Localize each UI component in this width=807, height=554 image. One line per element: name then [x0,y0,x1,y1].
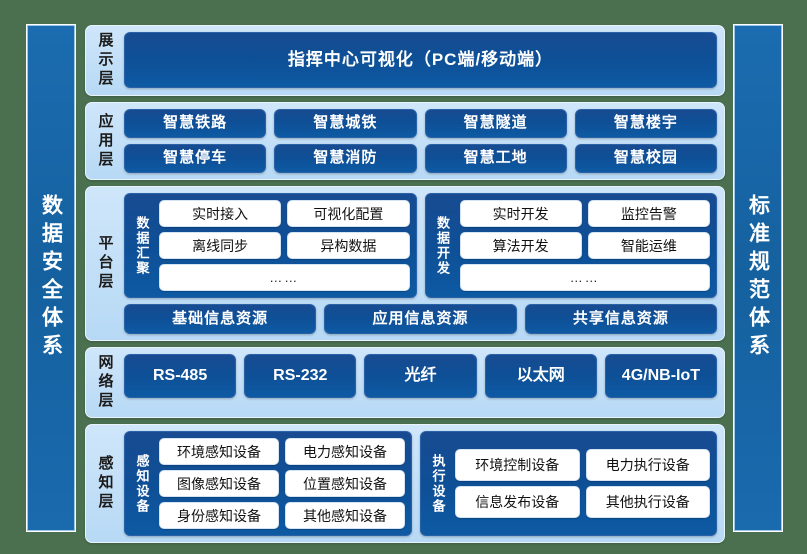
layer-label-sensing-text: 感知层 [96,455,114,512]
platform-resources: 基础信息资源 应用信息资源 共享信息资源 [124,304,717,334]
resource-application-info[interactable]: 应用信息资源 [324,304,517,334]
aggregation-item-offline-sync[interactable]: 离线同步 [159,232,282,259]
platform-group-title-aggregation: 数据汇聚 [131,200,153,291]
application-row-1: 智慧铁路 智慧城铁 智慧隧道 智慧楼宇 [124,109,717,138]
layer-body-network: RS-485 RS-232 光纤 以太网 4G/NB-IoT [124,354,718,411]
layer-application: 应用层 智慧铁路 智慧城铁 智慧隧道 智慧楼宇 智慧停车 智慧消防 智慧工地 智… [85,102,725,180]
aggregation-row-3: …… [159,264,410,291]
sensor-item-identity[interactable]: 身份感知设备 [159,502,279,529]
development-item-more[interactable]: …… [459,264,710,291]
layer-label-application-text: 应用层 [96,112,114,170]
layer-label-network: 网络层 [86,354,124,411]
sensor-row-3: 身份感知设备 其他感知设备 [159,502,405,529]
network-item-4g-nbiot[interactable]: 4G/NB-IoT [604,354,718,398]
network-item-fiber[interactable]: 光纤 [364,354,477,398]
pillar-left-label: 数据安全体系 [39,194,63,362]
platform-groups: 数据汇聚 实时接入 可视化配置 离线同步 异构数据 [124,193,717,298]
platform-cells-development: 实时开发 监控告警 算法开发 智能运维 …… [459,200,710,291]
platform-group-data-development: 数据开发 实时开发 监控告警 算法开发 智能运维 [424,193,717,298]
layer-label-application: 应用层 [86,109,124,173]
sensing-group-title-sensors-text: 感知设备 [134,453,150,514]
sensing-group-title-sensors: 感知设备 [131,438,153,529]
sensor-row-1: 环境感知设备 电力感知设备 [159,438,405,465]
aggregation-item-more[interactable]: …… [159,264,410,291]
network-item-ethernet[interactable]: 以太网 [484,354,597,398]
resource-basic-info[interactable]: 基础信息资源 [124,304,317,334]
layer-body-display: 指挥中心可视化（PC端/移动端） [124,32,717,89]
layer-body-application: 智慧铁路 智慧城铁 智慧隧道 智慧楼宇 智慧停车 智慧消防 智慧工地 智慧校园 [124,109,717,173]
actuator-item-power-execution[interactable]: 电力执行设备 [585,449,710,481]
sensor-row-2: 图像感知设备 位置感知设备 [159,470,405,497]
platform-group-title-aggregation-text: 数据汇聚 [134,215,150,276]
app-item-smart-firefighting[interactable]: 智慧消防 [274,144,417,173]
actuator-item-environment-control[interactable]: 环境控制设备 [455,449,580,481]
sensor-item-location[interactable]: 位置感知设备 [285,470,405,497]
sensing-groups: 感知设备 环境感知设备 电力感知设备 图像感知设备 位置感知设备 [124,431,717,536]
sensing-group-actuator-devices: 执行设备 环境控制设备 电力执行设备 信息发布设备 其他执行设备 [420,431,717,536]
app-item-smart-tunnel[interactable]: 智慧隧道 [424,109,567,138]
layer-body-sensing: 感知设备 环境感知设备 电力感知设备 图像感知设备 位置感知设备 [124,431,717,536]
sensor-item-image[interactable]: 图像感知设备 [159,470,279,497]
aggregation-item-visual-config[interactable]: 可视化配置 [287,200,410,227]
aggregation-row-2: 离线同步 异构数据 [159,232,410,259]
platform-group-data-aggregation: 数据汇聚 实时接入 可视化配置 离线同步 异构数据 [124,193,417,298]
sensor-item-environment[interactable]: 环境感知设备 [159,438,279,465]
layer-body-platform: 数据汇聚 实时接入 可视化配置 离线同步 异构数据 [124,193,717,334]
pillar-data-security: 数据安全体系 [26,24,76,532]
aggregation-row-1: 实时接入 可视化配置 [159,200,410,227]
layer-label-display-text: 展示层 [96,32,114,89]
development-item-algorithm-dev[interactable]: 算法开发 [459,232,582,259]
sensing-cells-actuators: 环境控制设备 电力执行设备 信息发布设备 其他执行设备 [455,438,710,529]
layer-network: 网络层 RS-485 RS-232 光纤 以太网 4G/NB-IoT [85,347,725,418]
application-row-2: 智慧停车 智慧消防 智慧工地 智慧校园 [124,144,717,173]
layer-display: 展示层 指挥中心可视化（PC端/移动端） [85,25,725,96]
network-item-rs485[interactable]: RS-485 [124,354,237,398]
display-command-center-box[interactable]: 指挥中心可视化（PC端/移动端） [124,32,717,88]
app-item-smart-construction-site[interactable]: 智慧工地 [424,144,567,173]
development-item-intelligent-ops[interactable]: 智能运维 [587,232,710,259]
sensing-group-sensor-devices: 感知设备 环境感知设备 电力感知设备 图像感知设备 位置感知设备 [124,431,412,536]
platform-group-title-development-text: 数据开发 [435,215,450,276]
network-items: RS-485 RS-232 光纤 以太网 4G/NB-IoT [124,354,718,398]
layer-label-sensing: 感知层 [86,431,124,536]
layer-label-display: 展示层 [86,32,124,89]
layer-stack: 展示层 指挥中心可视化（PC端/移动端） 应用层 智慧铁路 智慧城铁 智慧隧道 … [85,25,725,549]
development-row-3: …… [459,264,710,291]
pillar-right-label: 标准规范体系 [746,194,770,362]
sensing-group-title-actuators-text: 执行设备 [430,453,446,514]
sensing-cells-sensors: 环境感知设备 电力感知设备 图像感知设备 位置感知设备 身份感知设备 其他感知设… [159,438,405,529]
pillar-standards: 标准规范体系 [733,24,783,532]
sensor-item-power[interactable]: 电力感知设备 [285,438,405,465]
aggregation-item-heterogeneous-data[interactable]: 异构数据 [287,232,410,259]
actuator-row-2: 信息发布设备 其他执行设备 [455,486,710,518]
layer-platform: 平台层 数据汇聚 实时接入 可视化配置 [85,186,725,341]
development-row-2: 算法开发 智能运维 [459,232,710,259]
app-item-smart-parking[interactable]: 智慧停车 [124,144,267,173]
layer-sensing: 感知层 感知设备 环境感知设备 电力感知设备 [85,424,725,543]
resource-shared-info[interactable]: 共享信息资源 [524,304,717,334]
sensing-group-title-actuators: 执行设备 [427,438,449,529]
network-item-rs232[interactable]: RS-232 [244,354,357,398]
app-item-smart-railway[interactable]: 智慧铁路 [124,109,267,138]
aggregation-item-realtime-access[interactable]: 实时接入 [159,200,282,227]
app-item-smart-metro[interactable]: 智慧城铁 [274,109,417,138]
development-item-realtime-dev[interactable]: 实时开发 [459,200,582,227]
development-item-monitoring-alarm[interactable]: 监控告警 [587,200,710,227]
actuator-item-info-release[interactable]: 信息发布设备 [455,486,580,518]
platform-cells-aggregation: 实时接入 可视化配置 离线同步 异构数据 …… [159,200,410,291]
sensor-item-other[interactable]: 其他感知设备 [285,502,405,529]
layer-label-platform: 平台层 [86,193,124,334]
development-row-1: 实时开发 监控告警 [459,200,710,227]
actuator-row-1: 环境控制设备 电力执行设备 [455,449,710,481]
actuator-item-other[interactable]: 其他执行设备 [585,486,710,518]
app-item-smart-building[interactable]: 智慧楼宇 [574,109,717,138]
app-item-smart-campus[interactable]: 智慧校园 [574,144,717,173]
layer-label-network-text: 网络层 [96,354,114,411]
platform-group-title-development: 数据开发 [432,200,454,291]
layer-label-platform-text: 平台层 [96,235,114,292]
